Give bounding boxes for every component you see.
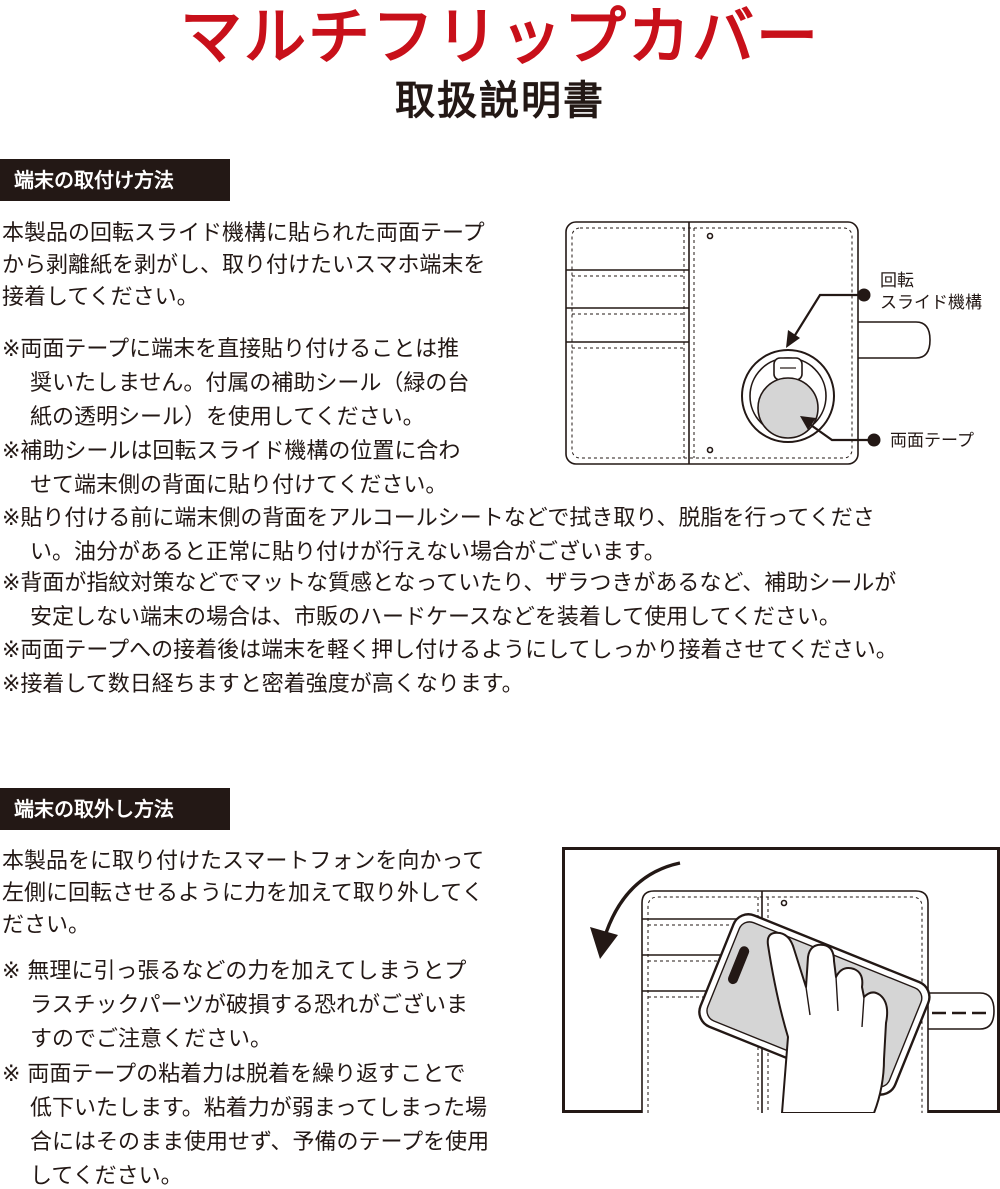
rotate-slide-mechanism (741, 349, 835, 443)
note-line: 合にはそのまま使用せず、予備のテープを使用 (30, 1130, 490, 1155)
case-strap (856, 321, 931, 359)
case-strap (922, 992, 995, 1030)
double-sided-tape (757, 377, 819, 439)
note-line: すのでご注意ください。 (30, 1027, 273, 1052)
page-subtitle: 取扱説明書 (395, 78, 605, 124)
callout-dot (857, 288, 871, 302)
note-line: い。油分があると正常に貼り付けが行えない場合がございます。 (30, 540, 666, 565)
note-line: ※貼り付ける前に端末側の背面をアルコールシートなどで拭き取り、脱脂を行ってくださ (2, 506, 875, 531)
detach-intro: 本製品をに取り付けたスマートフォンを向かって 左側に回転させるように力を加えて取… (2, 846, 484, 942)
section-heading-attach: 端末の取付け方法 (0, 159, 230, 201)
arrow-head (590, 927, 618, 959)
detach-note-1: ※ 無理に引っ張るなどの力を加えてしまうとプ ラスチックパーツが破損する恐れがご… (2, 955, 468, 1057)
attach-note-4: ※背面が指紋対策などでマットな質感となっていたり、ザラつきがあるなど、補助シール… (2, 567, 896, 635)
note-line: ※両面テープに端末を直接貼り付けることは推 (2, 337, 460, 362)
note-line: ※ 両面テープの粘着力は脱着を繰り返すことで (2, 1062, 466, 1087)
hand (766, 931, 889, 1113)
page-title: マルチフリップカバー (179, 0, 820, 73)
intro-line: ださい。 (2, 913, 91, 938)
phone-detach-diagram (562, 847, 1000, 1113)
case-attach-diagram: 回転 スライド機構 両面テープ (565, 221, 982, 465)
intro-line: 本製品をに取り付けたスマートフォンを向かって (2, 849, 485, 874)
note-line: ラスチックパーツが破損する恐れがございま (30, 993, 469, 1018)
note-line: ※両面テープへの接着後は端末を軽く押し付けるようにしてしっかり接着させてください… (2, 638, 898, 663)
note-line: ※ 無理に引っ張るなどの力を加えてしまうとプ (2, 959, 467, 984)
attach-intro: 本製品の回転スライド機構に貼られた両面テープ から剥離紙を剥がし、取り付けたいス… (2, 218, 485, 314)
attach-note-2: ※補助シールは回転スライド機構の位置に合わ せて端末側の背面に貼り付けてください… (2, 435, 460, 503)
label-tape: 両面テープ (890, 431, 974, 451)
label-rotate-line1: 回転 (880, 271, 914, 291)
note-line: せて端末側の背面に貼り付けてください。 (30, 473, 448, 498)
note-line: ※補助シールは回転スライド機構の位置に合わ (2, 439, 461, 464)
detach-note-2: ※ 両面テープの粘着力は脱着を繰り返すことで 低下いたします。粘着力が弱まってし… (2, 1058, 489, 1189)
note-line: 紙の透明シール）を使用してください。 (30, 405, 425, 430)
section-heading-detach: 端末の取外し方法 (0, 788, 230, 830)
camera-notch (727, 946, 750, 985)
note-line: ※接着して数日経ちますと密着強度が高くなります。 (2, 672, 524, 697)
rotation-arrow (602, 861, 681, 940)
intro-line: 本製品の回転スライド機構に貼られた両面テープ (2, 221, 485, 246)
note-line: 安定しない端末の場合は、市販のハードケースなどを装着して使用してください。 (30, 605, 841, 630)
note-line: 低下いたします。粘着力が弱まってしまった場 (30, 1096, 487, 1121)
note-line: ※背面が指紋対策などでマットな質感となっていたり、ザラつきがあるなど、補助シール… (2, 571, 897, 596)
callout-dot (867, 433, 881, 447)
intro-line: 接着してください。 (2, 285, 199, 310)
attach-note-5: ※両面テープへの接着後は端末を軽く押し付けるようにしてしっかり接着させてください… (2, 634, 898, 668)
intro-line: から剥離紙を剥がし、取り付けたいスマホ端末を (2, 253, 486, 278)
attach-note-3: ※貼り付ける前に端末側の背面をアルコールシートなどで拭き取り、脱脂を行ってくださ… (2, 502, 875, 570)
intro-line: 左側に回転させるように力を加えて取り外してく (2, 881, 484, 906)
attach-note-1: ※両面テープに端末を直接貼り付けることは推 奨いたしません。付属の補助シール（緑… (2, 333, 469, 435)
attach-note-6: ※接着して数日経ちますと密着強度が高くなります。 (2, 668, 524, 702)
note-line: 奨いたしません。付属の補助シール（緑の台 (30, 371, 470, 396)
label-rotate-line2: スライド機構 (880, 293, 982, 313)
note-line: してください。 (30, 1164, 183, 1189)
